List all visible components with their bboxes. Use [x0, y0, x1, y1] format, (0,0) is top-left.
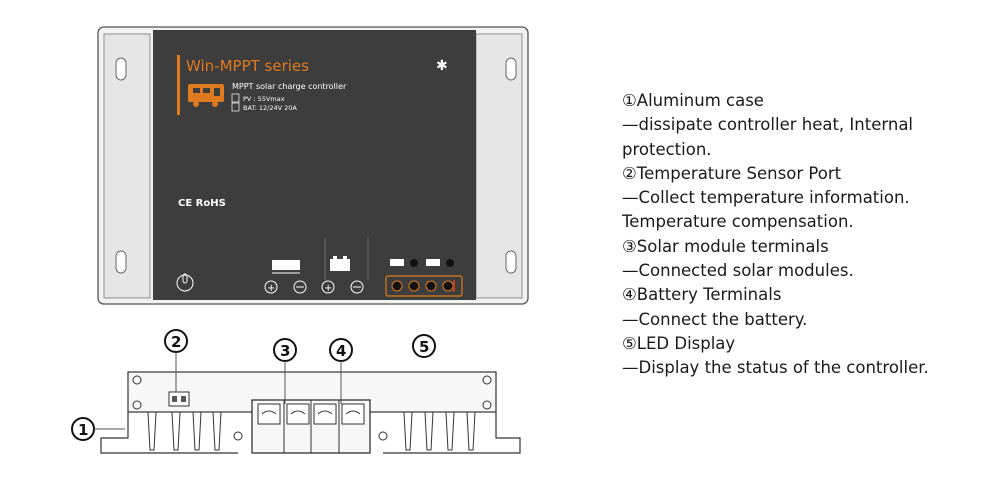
- bat-rating: BAT: 12/24V 20A: [243, 104, 297, 112]
- led-indicator: [391, 280, 403, 292]
- callout-1-number: 1: [78, 421, 88, 439]
- led-indicator: [425, 280, 437, 292]
- mounting-slot: [115, 250, 127, 274]
- screw: [132, 400, 142, 410]
- device-subtitle: MPPT solar charge controller: [232, 82, 347, 91]
- led-display: [385, 259, 463, 297]
- terminal-screws: [257, 400, 365, 453]
- callout-4-number: 4: [336, 342, 346, 360]
- bluetooth-icon: ✱: [436, 58, 448, 74]
- legend-line: —dissipate controller heat, Internal: [622, 115, 914, 135]
- thermometer-icon: [176, 273, 194, 292]
- legend-line: —Display the status of the controller.: [622, 358, 929, 378]
- solar-terminal-marking: +: [264, 260, 307, 294]
- pv-rating: PV : 55Vmax: [243, 95, 285, 103]
- legend-line: —Connected solar modules.: [622, 261, 854, 281]
- legend: ①Aluminum case —dissipate controller hea…: [622, 89, 992, 381]
- callout-5: 5: [412, 334, 436, 358]
- screw: [482, 400, 492, 410]
- callout-4: 4: [329, 338, 353, 404]
- heat-sink-fins-right: [403, 411, 476, 451]
- svg-text:+: +: [267, 283, 275, 294]
- controller-side-view: [100, 371, 521, 454]
- mounting-slot: [115, 57, 127, 81]
- legend-line: ④Battery Terminals: [622, 285, 782, 305]
- callout-3-number: 3: [280, 342, 290, 360]
- screw: [132, 375, 142, 385]
- legend-line: Temperature compensation.: [622, 212, 854, 232]
- legend-line: ①Aluminum case: [622, 91, 764, 110]
- callout-2-number: 2: [171, 333, 181, 351]
- screw: [233, 431, 243, 441]
- controller-diagram: Win-MPPT series MPPT solar charge contro…: [71, 26, 529, 454]
- screw: [378, 431, 388, 441]
- callout-3: 3: [273, 338, 297, 404]
- legend-line: —Collect temperature information.: [622, 188, 910, 208]
- legend-line: ③Solar module terminals: [622, 236, 829, 256]
- legend-line: ②Temperature Sensor Port: [622, 163, 842, 183]
- callout-2: 2: [164, 329, 188, 392]
- legend-line: —Connect the battery.: [622, 309, 808, 329]
- callout-1: 1: [71, 417, 125, 441]
- controller-front-view: Win-MPPT series MPPT solar charge contro…: [97, 26, 529, 305]
- battery-terminal-marking: +: [321, 238, 369, 294]
- mounting-foot: [100, 412, 238, 454]
- legend-line: protection.: [622, 139, 712, 159]
- led-indicator: [408, 280, 420, 292]
- mounting-slot: [505, 250, 517, 274]
- svg-text:+: +: [324, 283, 332, 294]
- callout-5-number: 5: [419, 338, 429, 356]
- front-panel: [153, 30, 476, 300]
- legend-line: ⑤LED Display: [622, 333, 736, 353]
- heat-sink-fins-left: [147, 411, 222, 451]
- screw: [482, 375, 492, 385]
- mounting-foot: [383, 412, 521, 454]
- led-indicator: [442, 280, 454, 292]
- brand-accent-bar: [177, 55, 180, 115]
- rv-icon: [188, 84, 224, 107]
- ce-rohs-mark: CE RoHS: [178, 198, 226, 209]
- mounting-slot: [505, 57, 517, 81]
- brand-title: Win-MPPT series: [186, 57, 309, 75]
- temperature-sensor-port: [168, 391, 190, 407]
